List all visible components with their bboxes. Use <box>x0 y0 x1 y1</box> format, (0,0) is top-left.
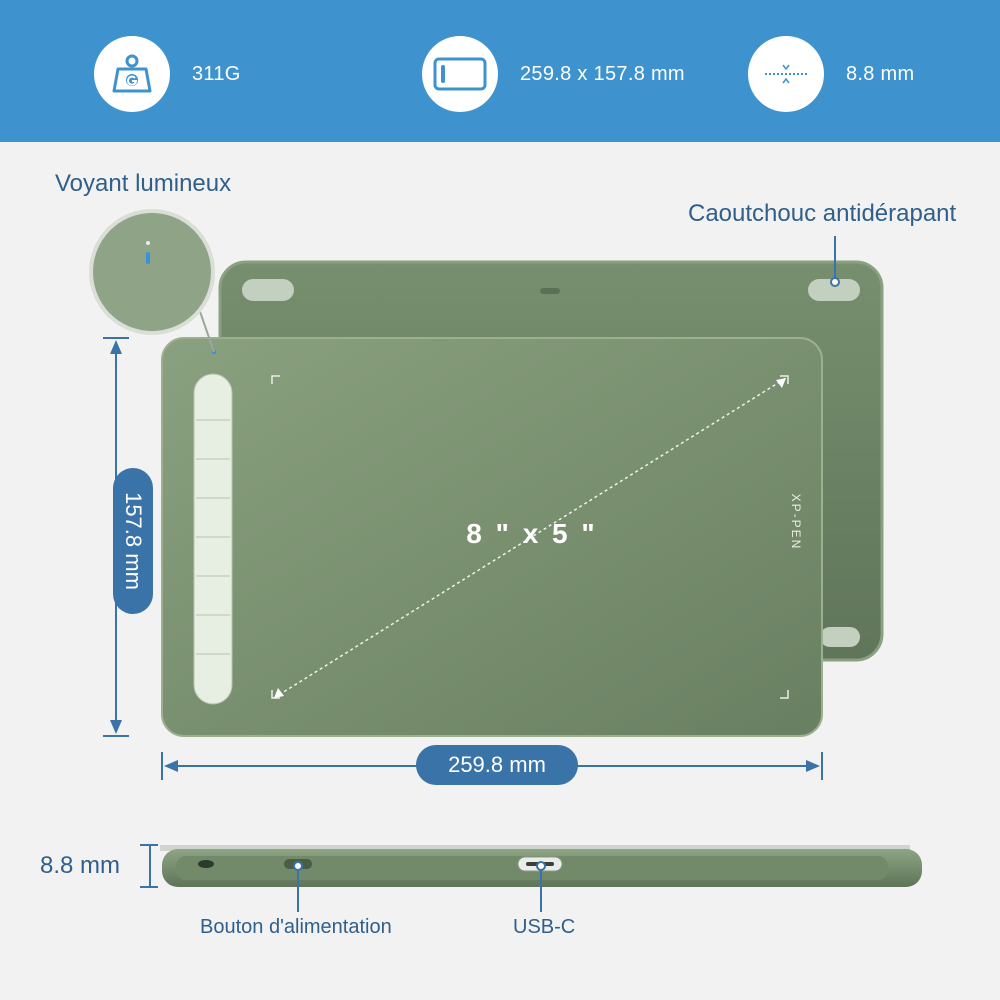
rubber-foot <box>242 279 294 301</box>
weight-value: 311G <box>192 62 241 85</box>
thickness-icon <box>748 36 824 112</box>
width-pill: 259.8 mm <box>416 745 578 785</box>
brand-logo-text: XP-PEN <box>789 493 803 551</box>
express-keys <box>193 373 233 705</box>
spec-weight: 311G <box>94 36 241 112</box>
usb-c-label: USB-C <box>513 916 576 938</box>
thickness-dimension <box>140 844 158 888</box>
specs-header: 311G 259.8 x 157.8 mm 8.8 mm <box>0 0 1000 142</box>
callout-leaders <box>293 236 840 912</box>
tablet-side-view <box>160 845 922 887</box>
thickness-value: 8.8 mm <box>846 62 915 85</box>
rubber-feet-label: Caoutchouc antidérapant <box>688 200 957 227</box>
rubber-foot <box>820 627 860 647</box>
size-value: 259.8 x 157.8 mm <box>520 62 685 85</box>
tablet-outline-icon <box>422 36 498 112</box>
indicator-magnifier <box>89 209 215 353</box>
spec-thickness: 8.8 mm <box>748 36 914 112</box>
height-pill: 157.8 mm <box>113 468 153 614</box>
weight-icon <box>94 36 170 112</box>
power-button-label: Bouton d'alimentation <box>200 916 392 938</box>
rubber-foot <box>808 279 860 301</box>
spec-size: 259.8 x 157.8 mm <box>422 36 685 112</box>
indicator-light-label: Voyant lumineux <box>55 170 232 197</box>
brand-logo: XP-PEN <box>786 470 806 580</box>
active-area-label: 8 " x 5 " <box>466 518 598 549</box>
tablet-front-view <box>161 337 823 737</box>
diagonal-guide <box>273 377 787 699</box>
pen-loop-icon <box>198 860 214 868</box>
thickness-label: 8.8 mm <box>40 852 121 879</box>
